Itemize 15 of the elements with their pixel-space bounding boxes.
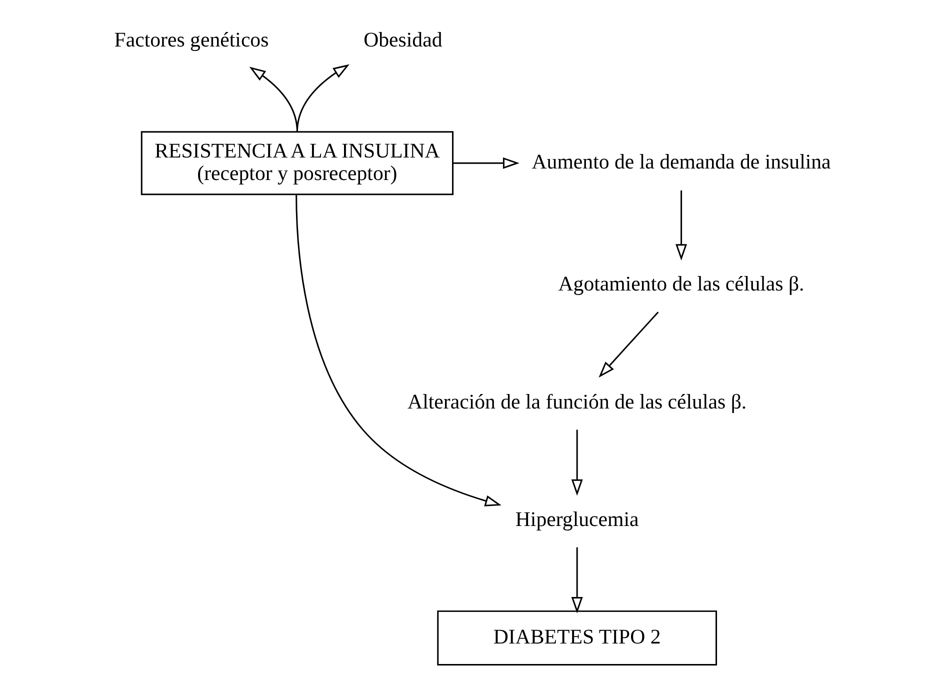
arrow (296, 64, 349, 132)
arrow (452, 157, 519, 169)
node-text: Factores genéticos (114, 28, 268, 52)
node-box: RESISTENCIA A LA INSULINA (receptor y posreceptor) (140, 131, 454, 196)
node-text: Alteración de la función de las células β. (407, 389, 746, 414)
arrow (295, 194, 501, 506)
arrow (598, 312, 658, 378)
arrow (570, 430, 582, 496)
arrow (570, 547, 582, 614)
node-text: Hiperglucemia (514, 506, 638, 531)
node-text: Aumento de la demanda de insulina (531, 150, 830, 174)
node-box: DIABETES TIPO 2 (436, 610, 717, 666)
node-text: Obesidad (363, 28, 442, 52)
arrow (675, 190, 687, 261)
node-text: Agotamiento de las células β. (558, 272, 804, 296)
